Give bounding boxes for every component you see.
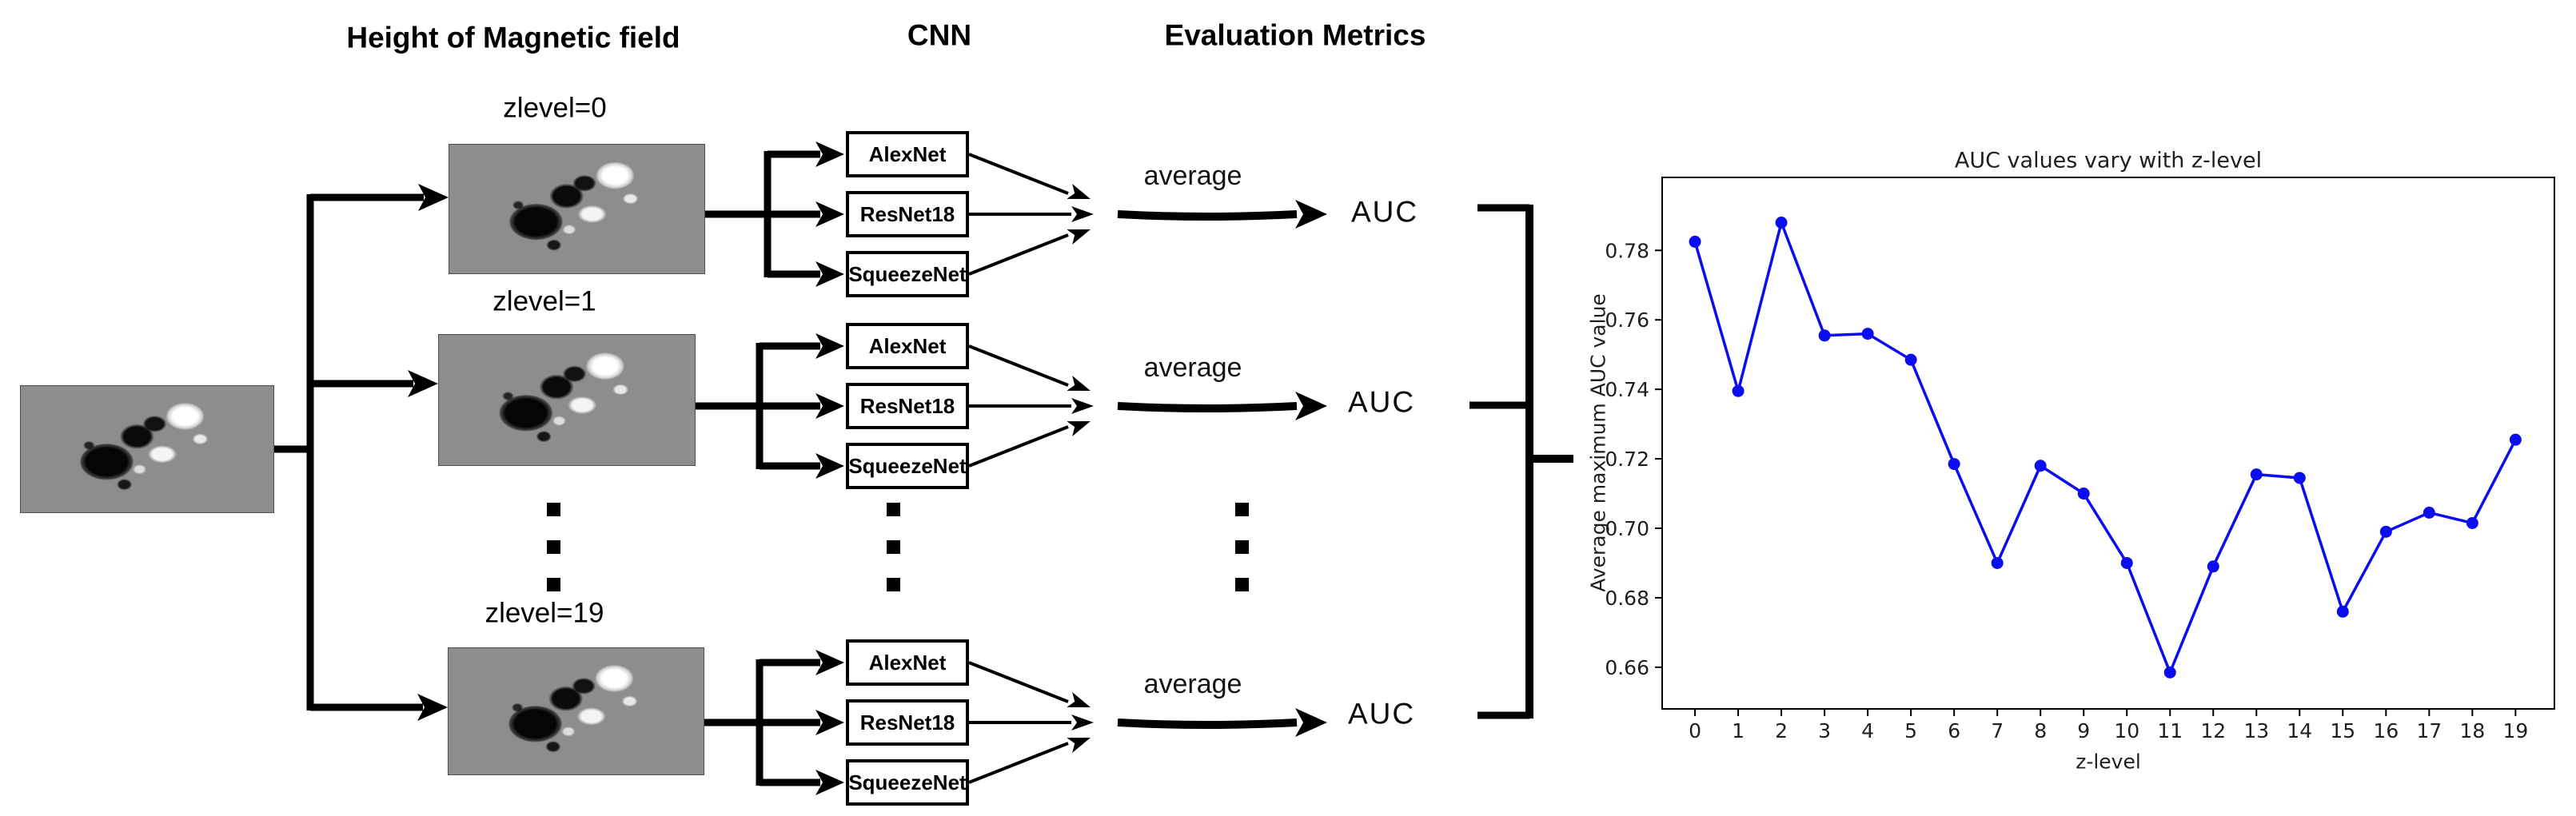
x-tick-label: 5 (1904, 719, 1917, 742)
chart-y-axis-label: Average maximum AUC value (1586, 293, 1610, 592)
x-tick-label: 18 (2459, 719, 2485, 742)
auc-label-row1: AUC (1350, 195, 1419, 229)
x-tick-label: 16 (2373, 719, 2399, 742)
data-point-z3 (1818, 329, 1831, 342)
squeezenet-box-row1: SqueezeNet (846, 251, 969, 297)
resnet18-label: ResNet18 (859, 393, 955, 418)
resnet18-box-row2: ResNet18 (846, 383, 969, 429)
data-point-z8 (2034, 460, 2047, 472)
y-tick-label: 0.78 (1605, 239, 1649, 262)
y-tick-label: 0.76 (1605, 308, 1649, 332)
x-tick-label: 14 (2287, 719, 2312, 742)
ellipsis-dots (547, 503, 1249, 591)
squeezenet-box-row2: SqueezeNet (846, 443, 969, 489)
x-tick-label: 3 (1818, 719, 1831, 742)
chart-plot-area (1661, 177, 2555, 710)
auc-label-row3: AUC (1347, 697, 1416, 730)
chart-x-axis-label: z-level (2076, 750, 2141, 774)
data-point-z17 (2422, 506, 2435, 519)
alexnet-box-row1: AlexNet (846, 131, 969, 177)
data-point-z11 (2163, 666, 2176, 679)
y-tick-label: 0.70 (1605, 517, 1649, 540)
alexnet-label: AlexNet (868, 650, 947, 675)
auc-data-line (1693, 221, 2517, 675)
average-label-row1: average (1143, 161, 1242, 191)
auc-label-row2: AUC (1347, 385, 1416, 419)
x-tick-label: 6 (1948, 719, 1960, 742)
column-header-magnetic-field: Height of Magnetic field (346, 21, 680, 54)
column-header-evaluation-metrics: Evaluation Metrics (1164, 18, 1426, 52)
data-point-z15 (2336, 605, 2349, 618)
y-tick-label: 0.68 (1605, 587, 1649, 610)
data-point-z1 (1732, 384, 1745, 397)
x-tick-label: 4 (1861, 719, 1874, 742)
average-label-row3: average (1143, 669, 1242, 699)
resnet18-label: ResNet18 (859, 201, 955, 226)
data-point-z4 (1861, 328, 1874, 340)
x-tick-label: 11 (2157, 719, 2183, 742)
x-tick-label: 2 (1775, 719, 1788, 742)
resnet18-label: ResNet18 (859, 710, 955, 734)
zlevel-1-label: zlevel=1 (492, 285, 596, 317)
data-point-z13 (2250, 468, 2263, 481)
data-point-z9 (2077, 488, 2090, 500)
x-tick-label: 17 (2416, 719, 2442, 742)
zlevel-0-label: zlevel=0 (503, 92, 607, 124)
y-tick-label: 0.74 (1605, 378, 1649, 401)
alexnet-box-row2: AlexNet (846, 323, 969, 369)
data-point-z14 (2293, 472, 2306, 484)
chart-title: AUC values vary with z-level (1954, 148, 2263, 173)
squeezenet-label: SqueezeNet (848, 261, 967, 286)
data-point-z18 (2466, 516, 2478, 529)
average-label-row2: average (1143, 352, 1242, 383)
data-point-z12 (2207, 560, 2219, 573)
source-magnetogram-image (20, 385, 274, 513)
x-tick-label: 19 (2502, 719, 2528, 742)
squeezenet-box-row3: SqueezeNet (846, 759, 969, 806)
magnetogram-zlevel-1 (438, 334, 696, 466)
x-tick-label: 13 (2243, 719, 2269, 742)
x-tick-label: 15 (2330, 719, 2355, 742)
resnet18-box-row1: ResNet18 (846, 191, 969, 237)
data-point-z10 (2120, 556, 2133, 569)
y-tick-label: 0.72 (1605, 448, 1649, 471)
y-tick-label: 0.66 (1605, 656, 1649, 679)
column-header-cnn: CNN (907, 18, 972, 52)
data-point-z2 (1775, 217, 1788, 229)
squeezenet-label: SqueezeNet (848, 770, 967, 794)
alexnet-label: AlexNet (868, 141, 947, 166)
x-tick-label: 1 (1732, 719, 1745, 742)
squeezenet-label: SqueezeNet (848, 453, 967, 478)
resnet18-box-row3: ResNet18 (846, 699, 969, 746)
data-point-z19 (2509, 433, 2522, 446)
alexnet-label: AlexNet (868, 333, 947, 358)
x-tick-label: 12 (2200, 719, 2226, 742)
magnetogram-zlevel-19 (448, 647, 704, 775)
x-tick-label: 10 (2114, 719, 2139, 742)
x-tick-label: 0 (1689, 719, 1701, 742)
arrowheads (408, 141, 1327, 795)
magnetogram-zlevel-0 (449, 144, 705, 274)
data-point-z0 (1689, 235, 1701, 248)
x-tick-label: 8 (2034, 719, 2047, 742)
data-point-z16 (2379, 525, 2392, 538)
data-point-z6 (1948, 458, 1960, 471)
data-point-z7 (1991, 556, 2004, 569)
zlevel-19-label: zlevel=19 (484, 597, 604, 629)
x-tick-label: 7 (1991, 719, 2004, 742)
alexnet-box-row3: AlexNet (846, 639, 969, 686)
x-tick-label: 9 (2077, 719, 2090, 742)
data-point-z5 (1904, 353, 1917, 366)
